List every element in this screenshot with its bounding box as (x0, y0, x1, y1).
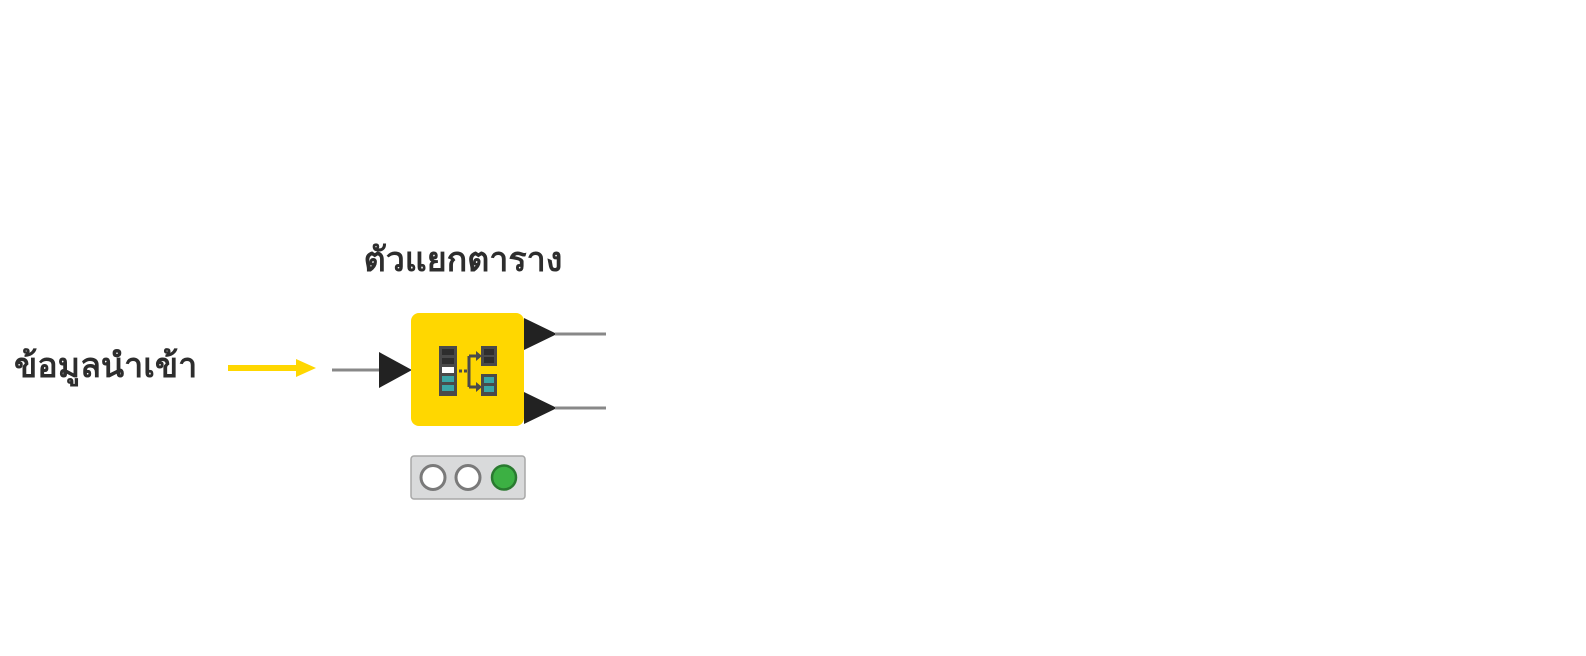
status-light-3 (490, 464, 518, 491)
input-pointer-arrow (228, 359, 316, 377)
node-title: ตัวแยกตาราง (363, 240, 563, 280)
node-status-indicator (410, 455, 526, 500)
output-port-bottom[interactable] (524, 392, 557, 424)
status-light-1 (419, 464, 447, 491)
status-light-2 (454, 464, 482, 491)
input-label: ข้อมูลนำเข้า (14, 346, 198, 386)
input-port[interactable] (379, 352, 412, 388)
output-port-top[interactable] (524, 318, 557, 350)
table-splitter-icon (439, 346, 497, 396)
